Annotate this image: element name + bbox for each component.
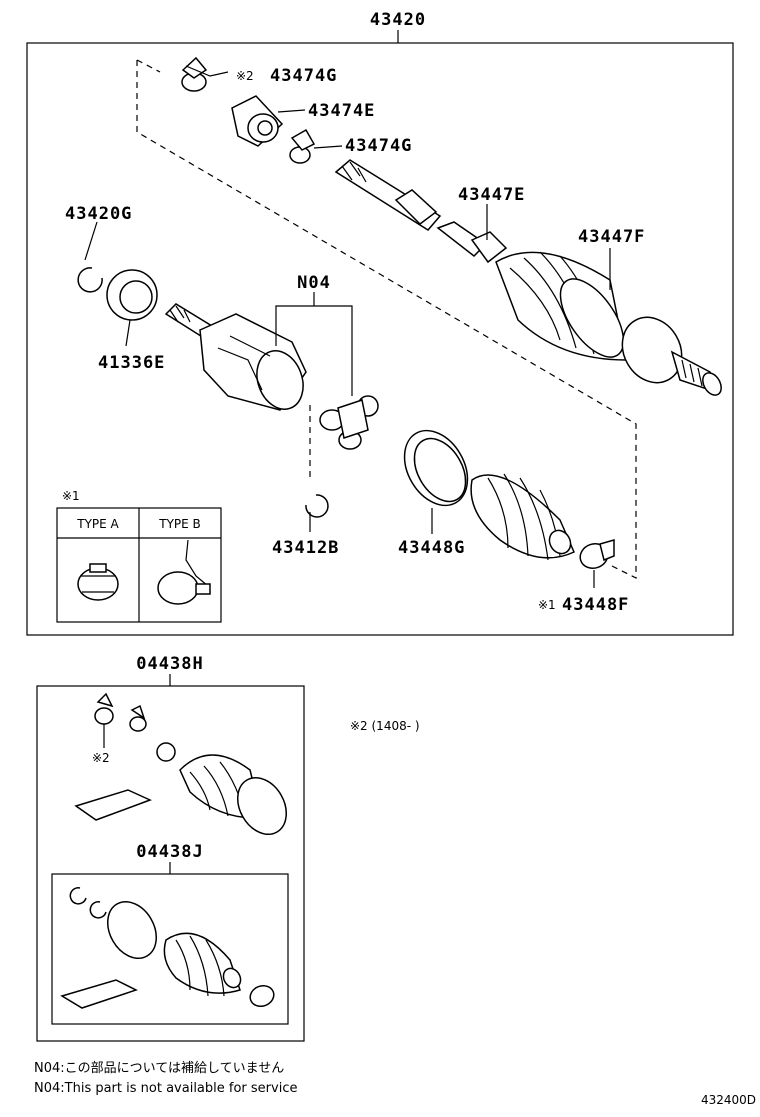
inner-snap-ring-part xyxy=(305,494,329,518)
snap-ring-part xyxy=(77,267,103,293)
label-snap-ring-inner[interactable]: 43412B xyxy=(272,538,339,558)
label-shaft[interactable]: 43447E xyxy=(458,185,525,205)
inboard-band-part xyxy=(403,429,469,507)
kit-inner-parts xyxy=(60,887,275,1009)
label-inboard-clamp[interactable]: 43448F xyxy=(562,595,629,615)
label-clamp-top[interactable]: 43474G xyxy=(270,66,337,86)
outboard-boot-part xyxy=(495,251,722,396)
inboard-joint-part xyxy=(164,303,307,411)
label-damper[interactable]: 43474E xyxy=(308,101,375,121)
inboard-boot-part xyxy=(470,473,575,561)
label-kit-outer-mark: ※2 xyxy=(92,751,110,765)
footnote-jp: N04:この部品については補給していません xyxy=(34,1061,284,1076)
clamp-top-part xyxy=(181,56,229,92)
label-assembly[interactable]: 43420 xyxy=(370,10,426,30)
type-a-label: TYPE A xyxy=(76,517,119,531)
dashed-guide-outboard xyxy=(136,59,637,579)
diagram-id: 432400D xyxy=(701,1093,756,1107)
label-snap-ring[interactable]: 43420G xyxy=(65,204,132,224)
clamp-mid-part xyxy=(289,128,316,164)
footnote-en: N04:This part is not available for servi… xyxy=(34,1081,297,1096)
label-boot-clamp[interactable]: 43447F xyxy=(578,227,645,247)
type-a-clamp-icon xyxy=(77,563,119,601)
note1-mark: ※1 xyxy=(62,489,80,503)
tripod-part xyxy=(319,395,379,450)
label-inboard-band[interactable]: 43448G xyxy=(398,538,465,558)
drive-shaft-part xyxy=(334,159,508,264)
label-clamp-mid[interactable]: 43474G xyxy=(345,136,412,156)
kit-outer-parts xyxy=(74,692,287,835)
bearing-part xyxy=(106,269,158,321)
label-inboard-clamp-mark: ※1 xyxy=(538,598,556,612)
inboard-clamp-part xyxy=(579,539,615,570)
type-table xyxy=(56,507,222,623)
note2-text: ※2 (1408- ) xyxy=(350,719,420,733)
label-bearing[interactable]: 41336E xyxy=(98,353,165,373)
assembly-frame xyxy=(26,42,734,636)
damper-part xyxy=(231,95,284,147)
label-kit-outer[interactable]: 04438H xyxy=(136,654,203,674)
label-n04[interactable]: N04 xyxy=(297,273,331,293)
type-b-label: TYPE B xyxy=(158,517,201,531)
label-clamp-top-mark: ※2 xyxy=(236,69,254,83)
type-b-clamp-icon xyxy=(157,539,211,605)
label-kit-inner[interactable]: 04438J xyxy=(136,842,203,862)
